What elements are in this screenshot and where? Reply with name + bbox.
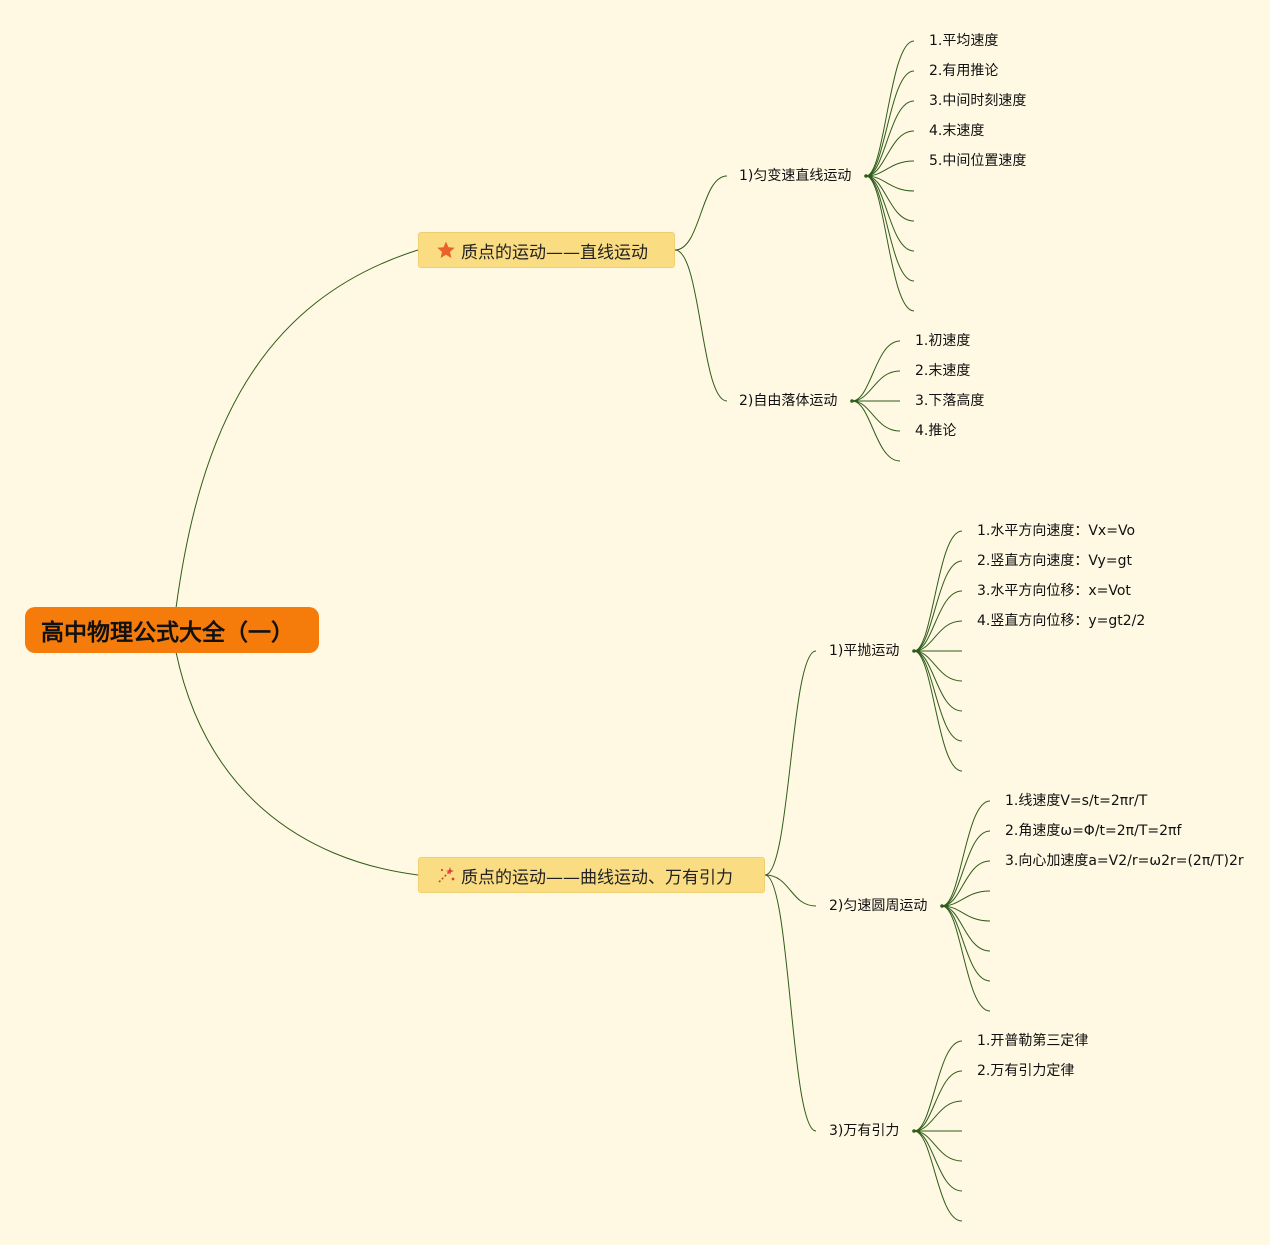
connector-root-branch (175, 249, 419, 609)
connector-topic-leaf (913, 560, 963, 652)
connector-topic-leaf (865, 130, 915, 177)
connector-topic-leaf (941, 905, 991, 982)
leaf-centripetal-acceleration[interactable]: 3.向心加速度a=V2/r=ω2r=(2π/T)2r (1005, 853, 1244, 869)
connector-topic-leaf (865, 175, 915, 222)
connector-topic-leaf (913, 1130, 963, 1192)
branch-label: 质点的运动——曲线运动、万有引力 (461, 867, 733, 888)
leaf-average-velocity[interactable]: 1.平均速度 (929, 33, 999, 49)
topic-uniform-accel-motion[interactable]: 1)匀变速直线运动 (739, 168, 852, 184)
topic-gravitation[interactable]: 3)万有引力 (829, 1123, 900, 1139)
leaf-mid-time-velocity[interactable]: 3.中间时刻速度 (929, 93, 1027, 109)
connector-topic-leaf (865, 40, 915, 177)
connector-topic-leaf (941, 860, 991, 907)
leaf-mid-position-velocity[interactable]: 5.中间位置速度 (929, 153, 1027, 169)
leaf-vertical-displacement[interactable]: 4.竖直方向位移：y=gt2/2 (977, 613, 1146, 629)
connector-topic-leaf (865, 70, 915, 177)
leaf-vertical-velocity[interactable]: 2.竖直方向速度：Vy=gt (977, 553, 1132, 569)
connector-topic-leaf (941, 905, 991, 1012)
connector-topic-leaf (913, 650, 963, 742)
connector-topic-leaf (851, 400, 901, 432)
leaf-kepler-third-law[interactable]: 1.开普勒第三定律 (977, 1033, 1089, 1049)
connector-topic-leaf (941, 830, 991, 907)
topic-circular-motion[interactable]: 2)匀速圆周运动 (829, 898, 928, 914)
leaf-final-velocity[interactable]: 4.末速度 (929, 123, 985, 139)
root-topic[interactable]: 高中物理公式大全（一） (25, 607, 319, 653)
sparkle-icon (436, 865, 456, 885)
connector-topic-leaf (851, 340, 901, 402)
connector-topic-leaf (865, 175, 915, 312)
connector-branch-topic (764, 650, 817, 876)
leaf-universal-gravitation-law[interactable]: 2.万有引力定律 (977, 1063, 1075, 1079)
leaf-useful-corollary[interactable]: 2.有用推论 (929, 63, 999, 79)
connector-branch-topic (764, 874, 817, 1132)
topic-free-fall[interactable]: 2)自由落体运动 (739, 393, 838, 409)
connector-topic-leaf (913, 1040, 963, 1132)
branch-curvilinear-motion[interactable]: 质点的运动——曲线运动、万有引力 (418, 857, 765, 893)
connector-topic-leaf (913, 1130, 963, 1162)
connector-branch-topic (674, 175, 728, 251)
connector-topic-leaf (913, 650, 963, 772)
leaf-horizontal-velocity[interactable]: 1.水平方向速度：Vx=Vo (977, 523, 1136, 539)
leaf-fall-height[interactable]: 3.下落高度 (915, 393, 985, 409)
connector-root-branch (175, 651, 419, 876)
connector-topic-leaf (913, 530, 963, 652)
connector-branch-topic (764, 874, 817, 907)
connector-topic-leaf (941, 800, 991, 907)
leaf-angular-speed[interactable]: 2.角速度ω=Φ/t=2π/T=2πf (1005, 823, 1182, 839)
leaf-final-velocity[interactable]: 2.末速度 (915, 363, 971, 379)
connector-topic-leaf (941, 905, 991, 952)
connector-topic-leaf (865, 175, 915, 282)
connector-topic-leaf (913, 1130, 963, 1222)
branch-label: 质点的运动——直线运动 (461, 242, 648, 263)
connector-topic-leaf (865, 160, 915, 177)
connector-topic-leaf (913, 1100, 963, 1132)
leaf-linear-speed[interactable]: 1.线速度V=s/t=2πr/T (1005, 793, 1148, 809)
leaf-corollary[interactable]: 4.推论 (915, 423, 957, 439)
connector-topic-leaf (913, 590, 963, 652)
connector-topic-leaf (865, 100, 915, 177)
connector-topic-leaf (913, 650, 963, 682)
connector-topic-leaf (865, 175, 915, 252)
connector-branch-topic (674, 249, 728, 402)
connector-topic-leaf (851, 370, 901, 402)
star-icon (436, 240, 456, 260)
leaf-initial-velocity[interactable]: 1.初速度 (915, 333, 971, 349)
topic-projectile-motion[interactable]: 1)平抛运动 (829, 643, 900, 659)
root-title: 高中物理公式大全（一） (41, 620, 294, 646)
connector-topic-leaf (913, 1070, 963, 1132)
connector-topic-leaf (913, 620, 963, 652)
branch-linear-motion[interactable]: 质点的运动——直线运动 (418, 232, 675, 268)
connector-topic-leaf (941, 890, 991, 907)
leaf-horizontal-displacement[interactable]: 3.水平方向位移：x=Vot (977, 583, 1131, 599)
connector-topic-leaf (851, 400, 901, 462)
connector-topic-leaf (913, 650, 963, 712)
